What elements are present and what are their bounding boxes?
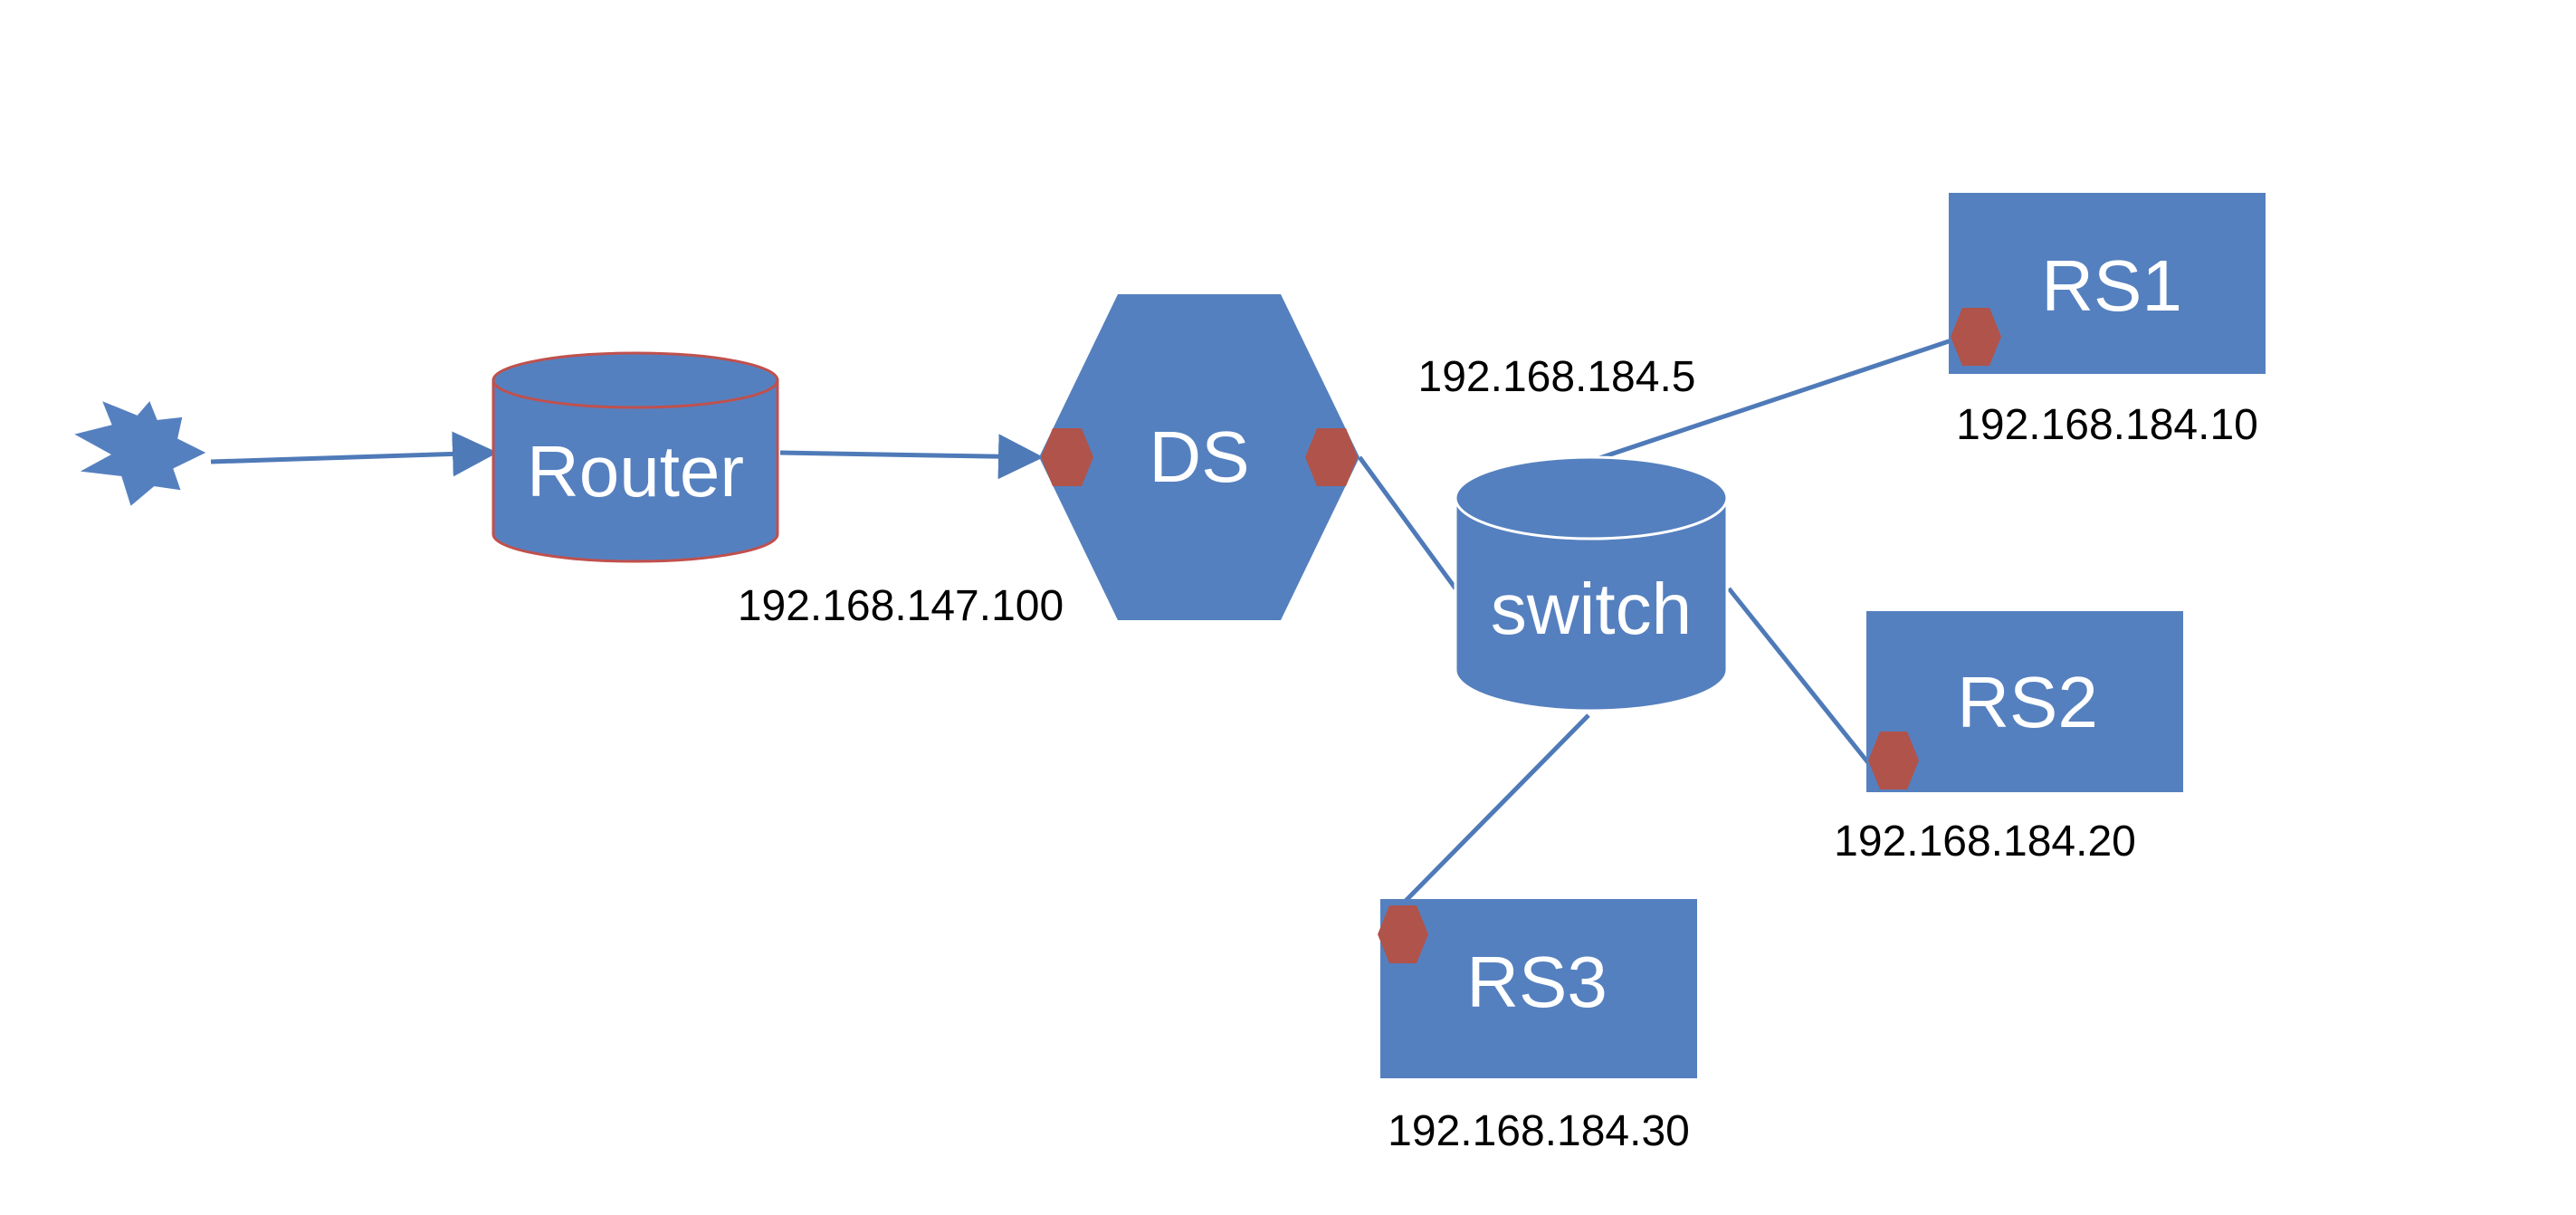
rs1-ip-label: 192.168.184.10	[1956, 401, 2258, 449]
rs1-port-icon	[1951, 308, 2001, 366]
router-node: Router	[491, 351, 779, 563]
router-label: Router	[527, 431, 744, 512]
client-to-router-arrow	[210, 431, 498, 477]
switch-node: switch	[1454, 455, 1729, 713]
rs2-ip-label: 192.168.184.20	[1834, 818, 2136, 866]
ds-label: DS	[1149, 416, 1249, 497]
rs2-label: RS2	[1957, 662, 2098, 742]
rs3-label: RS3	[1466, 942, 1608, 1022]
rs2-node: RS2	[1866, 611, 2183, 792]
rs3-port-icon	[1378, 905, 1428, 963]
ds-external-ip-label: 192.168.147.100	[738, 582, 1064, 630]
ds-external-port-icon	[1041, 428, 1093, 486]
ds-internal-port-icon	[1305, 428, 1358, 486]
client-starburst-icon	[74, 401, 206, 506]
ds-internal-ip-label: 192.168.184.5	[1418, 353, 1696, 401]
ds-node: DS	[1039, 294, 1360, 620]
rs1-label: RS1	[2041, 245, 2182, 326]
rs1-node: RS1	[1949, 193, 2266, 374]
ds-to-switch-link	[1357, 455, 1458, 590]
rs2-port-icon	[1868, 732, 1919, 789]
switch-label: switch	[1491, 569, 1692, 649]
router-to-ds-arrow	[779, 434, 1044, 480]
rs3-ip-label: 192.168.184.30	[1388, 1107, 1690, 1155]
rs3-node: RS3	[1380, 899, 1697, 1078]
switch-to-rs1-link	[1588, 334, 1963, 464]
switch-to-rs3-link	[1399, 713, 1590, 907]
switch-to-rs2-link	[1727, 587, 1875, 771]
